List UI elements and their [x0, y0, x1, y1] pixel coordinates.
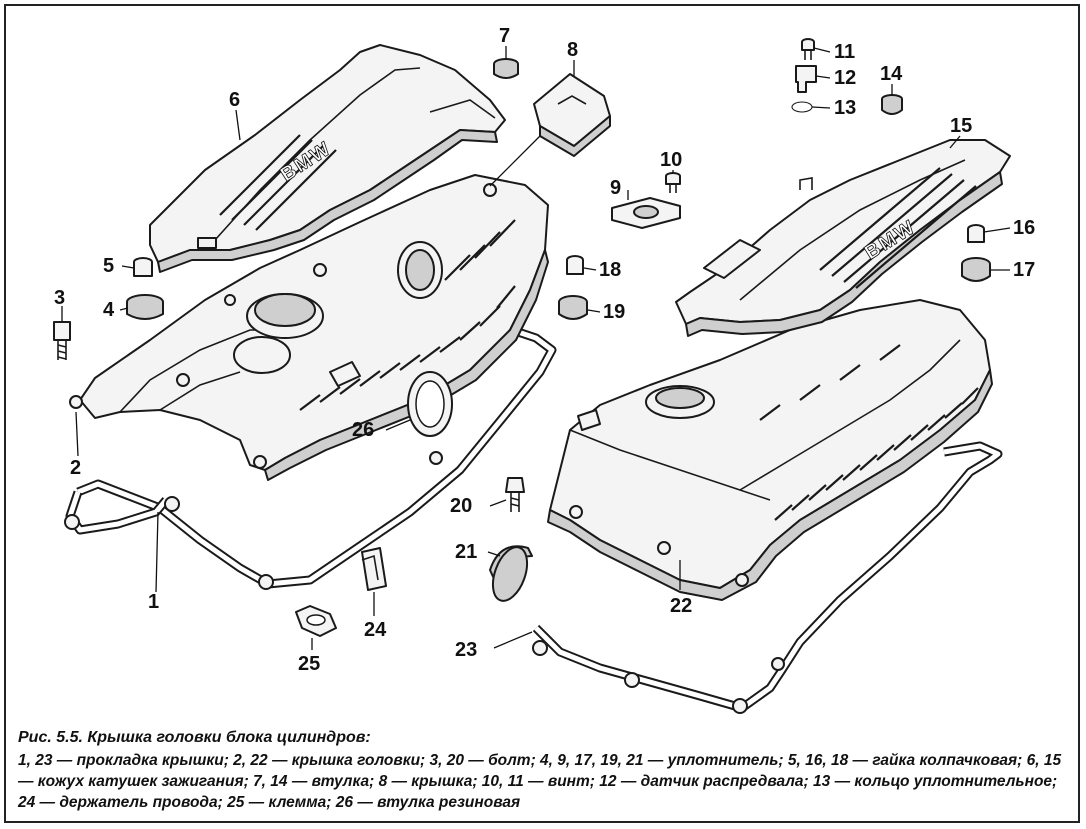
page-frame [4, 4, 1080, 823]
seal-19 [558, 295, 588, 320]
callout-26: 26 [352, 419, 374, 441]
bolt-3 [53, 321, 71, 360]
wire-holder-24 [361, 547, 387, 591]
rubber-sleeve-26 [407, 371, 453, 437]
callout-18: 18 [599, 259, 621, 281]
sleeve-14 [881, 94, 903, 115]
gasket-1 [64, 321, 557, 590]
head-cover-22 [547, 299, 993, 601]
seal-9 [611, 197, 681, 229]
screw-10 [665, 172, 681, 193]
seal-21 [489, 545, 533, 602]
screw-11 [801, 38, 815, 60]
callout-6: 6 [229, 89, 240, 111]
callout-10: 10 [660, 149, 682, 171]
head-cover-2 [69, 174, 549, 481]
callout-9: 9 [610, 177, 621, 199]
cap-nut-5 [133, 257, 153, 277]
callout-1: 1 [148, 591, 159, 613]
coil-cover-15: BMW [675, 139, 1011, 337]
coil-cover-6: BMW [149, 44, 506, 273]
callout-4: 4 [103, 299, 115, 321]
callout-24: 24 [364, 619, 387, 641]
callout-2: 2 [70, 457, 81, 479]
camshaft-sensor-12 [795, 65, 817, 93]
callout-7: 7 [499, 25, 510, 47]
callout-22: 22 [670, 595, 692, 617]
callout-13: 13 [834, 97, 856, 119]
callout-20: 20 [450, 495, 472, 517]
caption-title: Рис. 5.5. Крышка головки блока цилиндров… [18, 729, 371, 746]
callout-15: 15 [950, 115, 972, 137]
terminal-25 [295, 605, 337, 637]
callout-23: 23 [455, 639, 477, 661]
callout-8: 8 [567, 39, 578, 61]
callouts: 1 2 3 4 5 6 7 8 9 10 11 12 13 14 15 16 1… [54, 25, 1035, 675]
callout-21: 21 [455, 541, 477, 563]
sleeve-7 [493, 58, 519, 79]
callout-16: 16 [1013, 217, 1035, 239]
caption-legend: 1, 23 — прокладка крышки; 2, 22 — крышка… [18, 752, 1062, 811]
bolt-20 [505, 477, 525, 512]
o-ring-13 [791, 101, 813, 113]
callout-17: 17 [1013, 259, 1035, 281]
cap-8 [533, 73, 611, 157]
callout-25: 25 [298, 653, 320, 675]
seal-4 [126, 294, 164, 320]
callout-5: 5 [103, 255, 114, 277]
figure-caption: Рис. 5.5. Крышка головки блока цилиндров… [18, 727, 1068, 813]
callout-11: 11 [834, 41, 855, 63]
callout-14: 14 [880, 63, 903, 85]
cap-nut-16 [967, 224, 985, 243]
leader-lines [61, 46, 1011, 650]
callout-3: 3 [54, 287, 65, 309]
gasket-23 [532, 441, 1003, 714]
callout-12: 12 [834, 67, 856, 89]
cap-nut-18 [566, 255, 584, 275]
seal-17 [961, 257, 991, 282]
callout-19: 19 [603, 301, 625, 323]
